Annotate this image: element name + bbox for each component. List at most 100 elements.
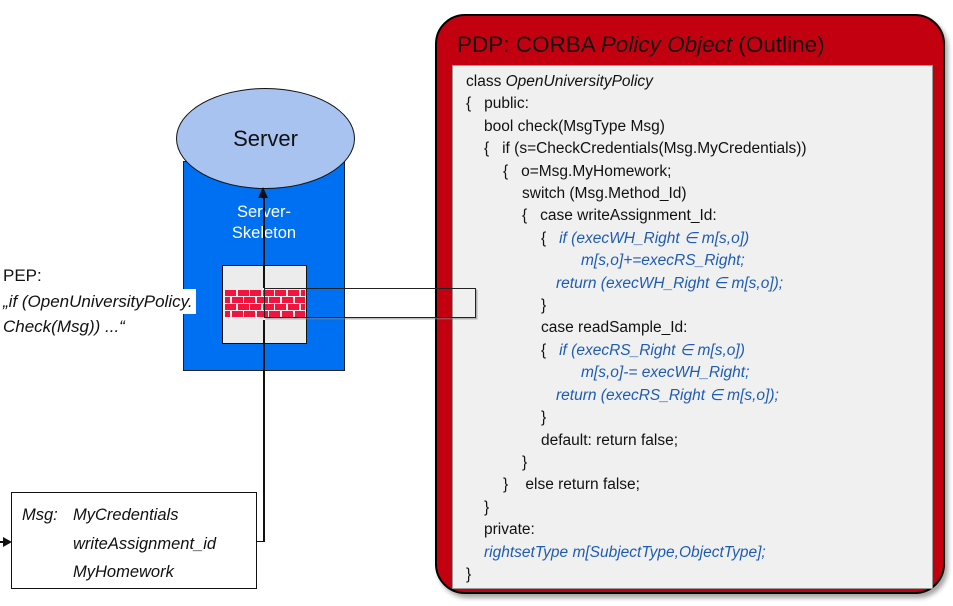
brick <box>256 310 268 317</box>
policy-code-panel: class OpenUniversityPolicy { public: bool … <box>452 65 933 589</box>
code-line: { if (execRS_Right ∈ m[s,o]) <box>466 340 932 362</box>
brick <box>231 310 243 317</box>
code-line: m[s,o]+=execRS_Right; <box>466 250 932 272</box>
incoming-msg-line <box>0 541 4 543</box>
pep-note: PEP: „if (OpenUniversityPolicy. Check(Ms… <box>2 263 196 340</box>
code-segment: case readSample_Id: <box>541 319 688 337</box>
brick <box>269 296 281 303</box>
brick <box>225 303 236 310</box>
code-segment: { if (s=CheckCredentials(Msg.MyCredentia… <box>484 140 807 158</box>
code-segment: default: return false; <box>541 431 678 449</box>
code-line: { if (s=CheckCredentials(Msg.MyCredentia… <box>466 138 932 160</box>
code-segment: OpenUniversityPolicy <box>505 73 653 90</box>
msg-label: Msg: <box>22 506 58 524</box>
brick <box>300 290 305 296</box>
code-line: } <box>466 564 932 586</box>
code-line: { case writeAssignment_Id: <box>466 205 932 227</box>
brick <box>225 296 230 303</box>
server-label: Server <box>233 125 298 151</box>
code-segment: class <box>466 73 506 90</box>
code-line: { public: <box>466 93 932 115</box>
pep-pdp-channel-rect <box>264 288 476 318</box>
code-line: } else return false; <box>466 474 932 496</box>
brick <box>262 303 274 310</box>
brick <box>281 310 293 317</box>
msg-field: writeAssignment_id <box>73 534 217 553</box>
brick <box>262 290 274 296</box>
brick-row <box>225 290 305 296</box>
code-segment: } else return false; <box>503 476 640 494</box>
brick <box>244 296 256 303</box>
pep-label: PEP: <box>2 263 45 289</box>
brick <box>287 303 299 310</box>
code-line: return (execRS_Right ∈ m[s,o]); <box>466 385 932 407</box>
code-line: { if (execWH_Right ∈ m[s,o]) <box>466 228 932 250</box>
connector-line-msg-stub <box>256 540 265 543</box>
brick <box>294 310 305 317</box>
brick <box>281 296 293 303</box>
brick <box>237 303 249 310</box>
code-segment: Policy Object <box>600 32 733 57</box>
code-line: return (execWH_Right ∈ m[s,o]); <box>466 273 932 295</box>
code-segment: } <box>541 409 547 427</box>
pdp-title: PDP: CORBA Policy Object (Outline) <box>457 32 825 58</box>
code-segment: } <box>541 297 547 315</box>
connector-line-to-server <box>263 197 265 288</box>
code-segment: if (execRS_Right ∈ m[s,o]) <box>559 341 745 359</box>
brick <box>231 296 243 303</box>
code-segment: return (execRS_Right ∈ m[s,o]); <box>556 386 779 404</box>
brick <box>237 290 249 296</box>
code-segment: PDP: CORBA <box>457 32 601 57</box>
code-line: m[s,o]-= execWH_Right; <box>466 362 932 384</box>
code-line: switch (Msg.Method_Id) <box>466 183 932 205</box>
firewall-icon <box>225 290 305 319</box>
brick <box>275 303 287 310</box>
code-line: } <box>466 452 932 474</box>
code-segment: (Outline) <box>732 32 825 57</box>
brick <box>294 296 305 303</box>
code-segment: m[s,o]+=execRS_Right; <box>581 252 745 270</box>
code-segment: if (execWH_Right ∈ m[s,o]) <box>559 229 750 247</box>
code-segment: m[s,o]-= execWH_Right; <box>581 364 750 382</box>
code-segment: { public: <box>466 95 529 113</box>
brick <box>250 290 262 296</box>
brick <box>225 310 230 317</box>
code-line: } <box>466 407 932 429</box>
code-line: private: <box>466 519 932 541</box>
brick <box>225 290 236 296</box>
arrow-up-icon <box>258 187 268 198</box>
brick <box>269 310 281 317</box>
code-line: default: return false; <box>466 430 932 452</box>
brick <box>287 290 299 296</box>
pdp-box: PDP: CORBA Policy Object (Outline) class… <box>435 14 945 594</box>
code-segment: return (execWH_Right ∈ m[s,o]); <box>556 274 784 292</box>
brick <box>275 290 287 296</box>
msg-field: MyHomework <box>73 563 174 581</box>
code-line: } <box>466 295 932 317</box>
code-segment: { o=Msg.MyHomework; <box>503 162 672 180</box>
code-segment: bool check(MsgType Msg) <box>484 117 665 135</box>
brick-row <box>225 296 305 303</box>
msg-field: MyCredentials <box>73 506 179 524</box>
connector-line-from-msg <box>263 319 265 541</box>
code-segment: } <box>522 453 528 471</box>
brick <box>300 303 305 310</box>
brick <box>250 303 262 310</box>
code-segment: } <box>484 498 490 516</box>
code-line: } <box>466 497 932 519</box>
code-segment: { case writeAssignment_Id: <box>522 207 717 225</box>
pep-code-line-2: Check(Msg)) ...“ <box>2 314 128 340</box>
brick <box>256 296 268 303</box>
code-line: rightsetType m[SubjectType,ObjectType]; <box>466 542 932 564</box>
pep-code-line-1: „if (OpenUniversityPolicy. <box>2 288 196 314</box>
arrow-right-icon <box>3 536 12 547</box>
code-line: case readSample_Id: <box>466 317 932 339</box>
server-ellipse: Server <box>176 88 355 189</box>
brick <box>244 310 256 317</box>
code-segment: { <box>541 341 560 359</box>
code-segment: private: <box>484 521 535 539</box>
brick-row <box>225 303 305 310</box>
